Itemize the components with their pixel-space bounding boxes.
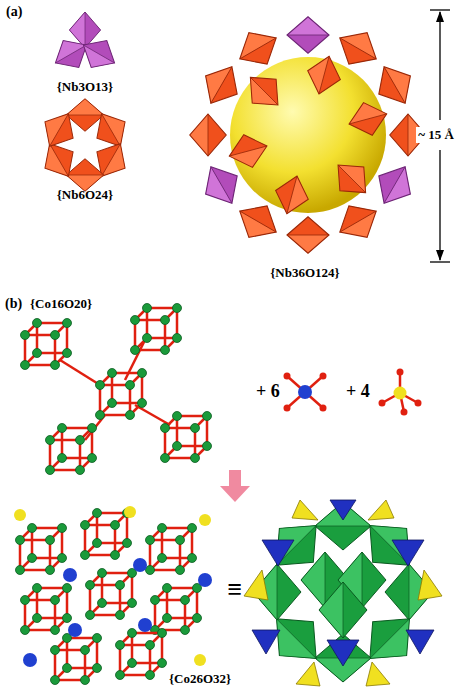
nb36-cage (190, 17, 426, 253)
cluster-formula: {Co16O20} (30, 297, 92, 311)
cluster-formula: {Nb3O13} (57, 80, 113, 94)
nb6-ring (36, 99, 135, 192)
co-octahedral-ion (284, 373, 327, 412)
panel-letter: (b) (5, 296, 22, 311)
cluster-formula: {Nb6O24} (57, 188, 113, 202)
equivalence-sign: ≡ (228, 576, 243, 605)
cluster-formula: {Co26O32} (169, 672, 231, 686)
count-label: + 6 (256, 382, 280, 402)
nb3-cluster (48, 12, 123, 77)
co16-cluster (21, 304, 212, 475)
count-label: + 4 (346, 382, 370, 402)
cluster-formula: {Nb36O124} (270, 266, 339, 280)
reaction-arrow (220, 470, 250, 502)
co26-ball-stick (14, 506, 212, 685)
dimension-label: ~ 15 Å (416, 127, 456, 143)
co-tetrahedral-ion (379, 369, 422, 416)
panel-letter: (a) (6, 4, 22, 19)
co26-polyhedra (244, 500, 442, 686)
